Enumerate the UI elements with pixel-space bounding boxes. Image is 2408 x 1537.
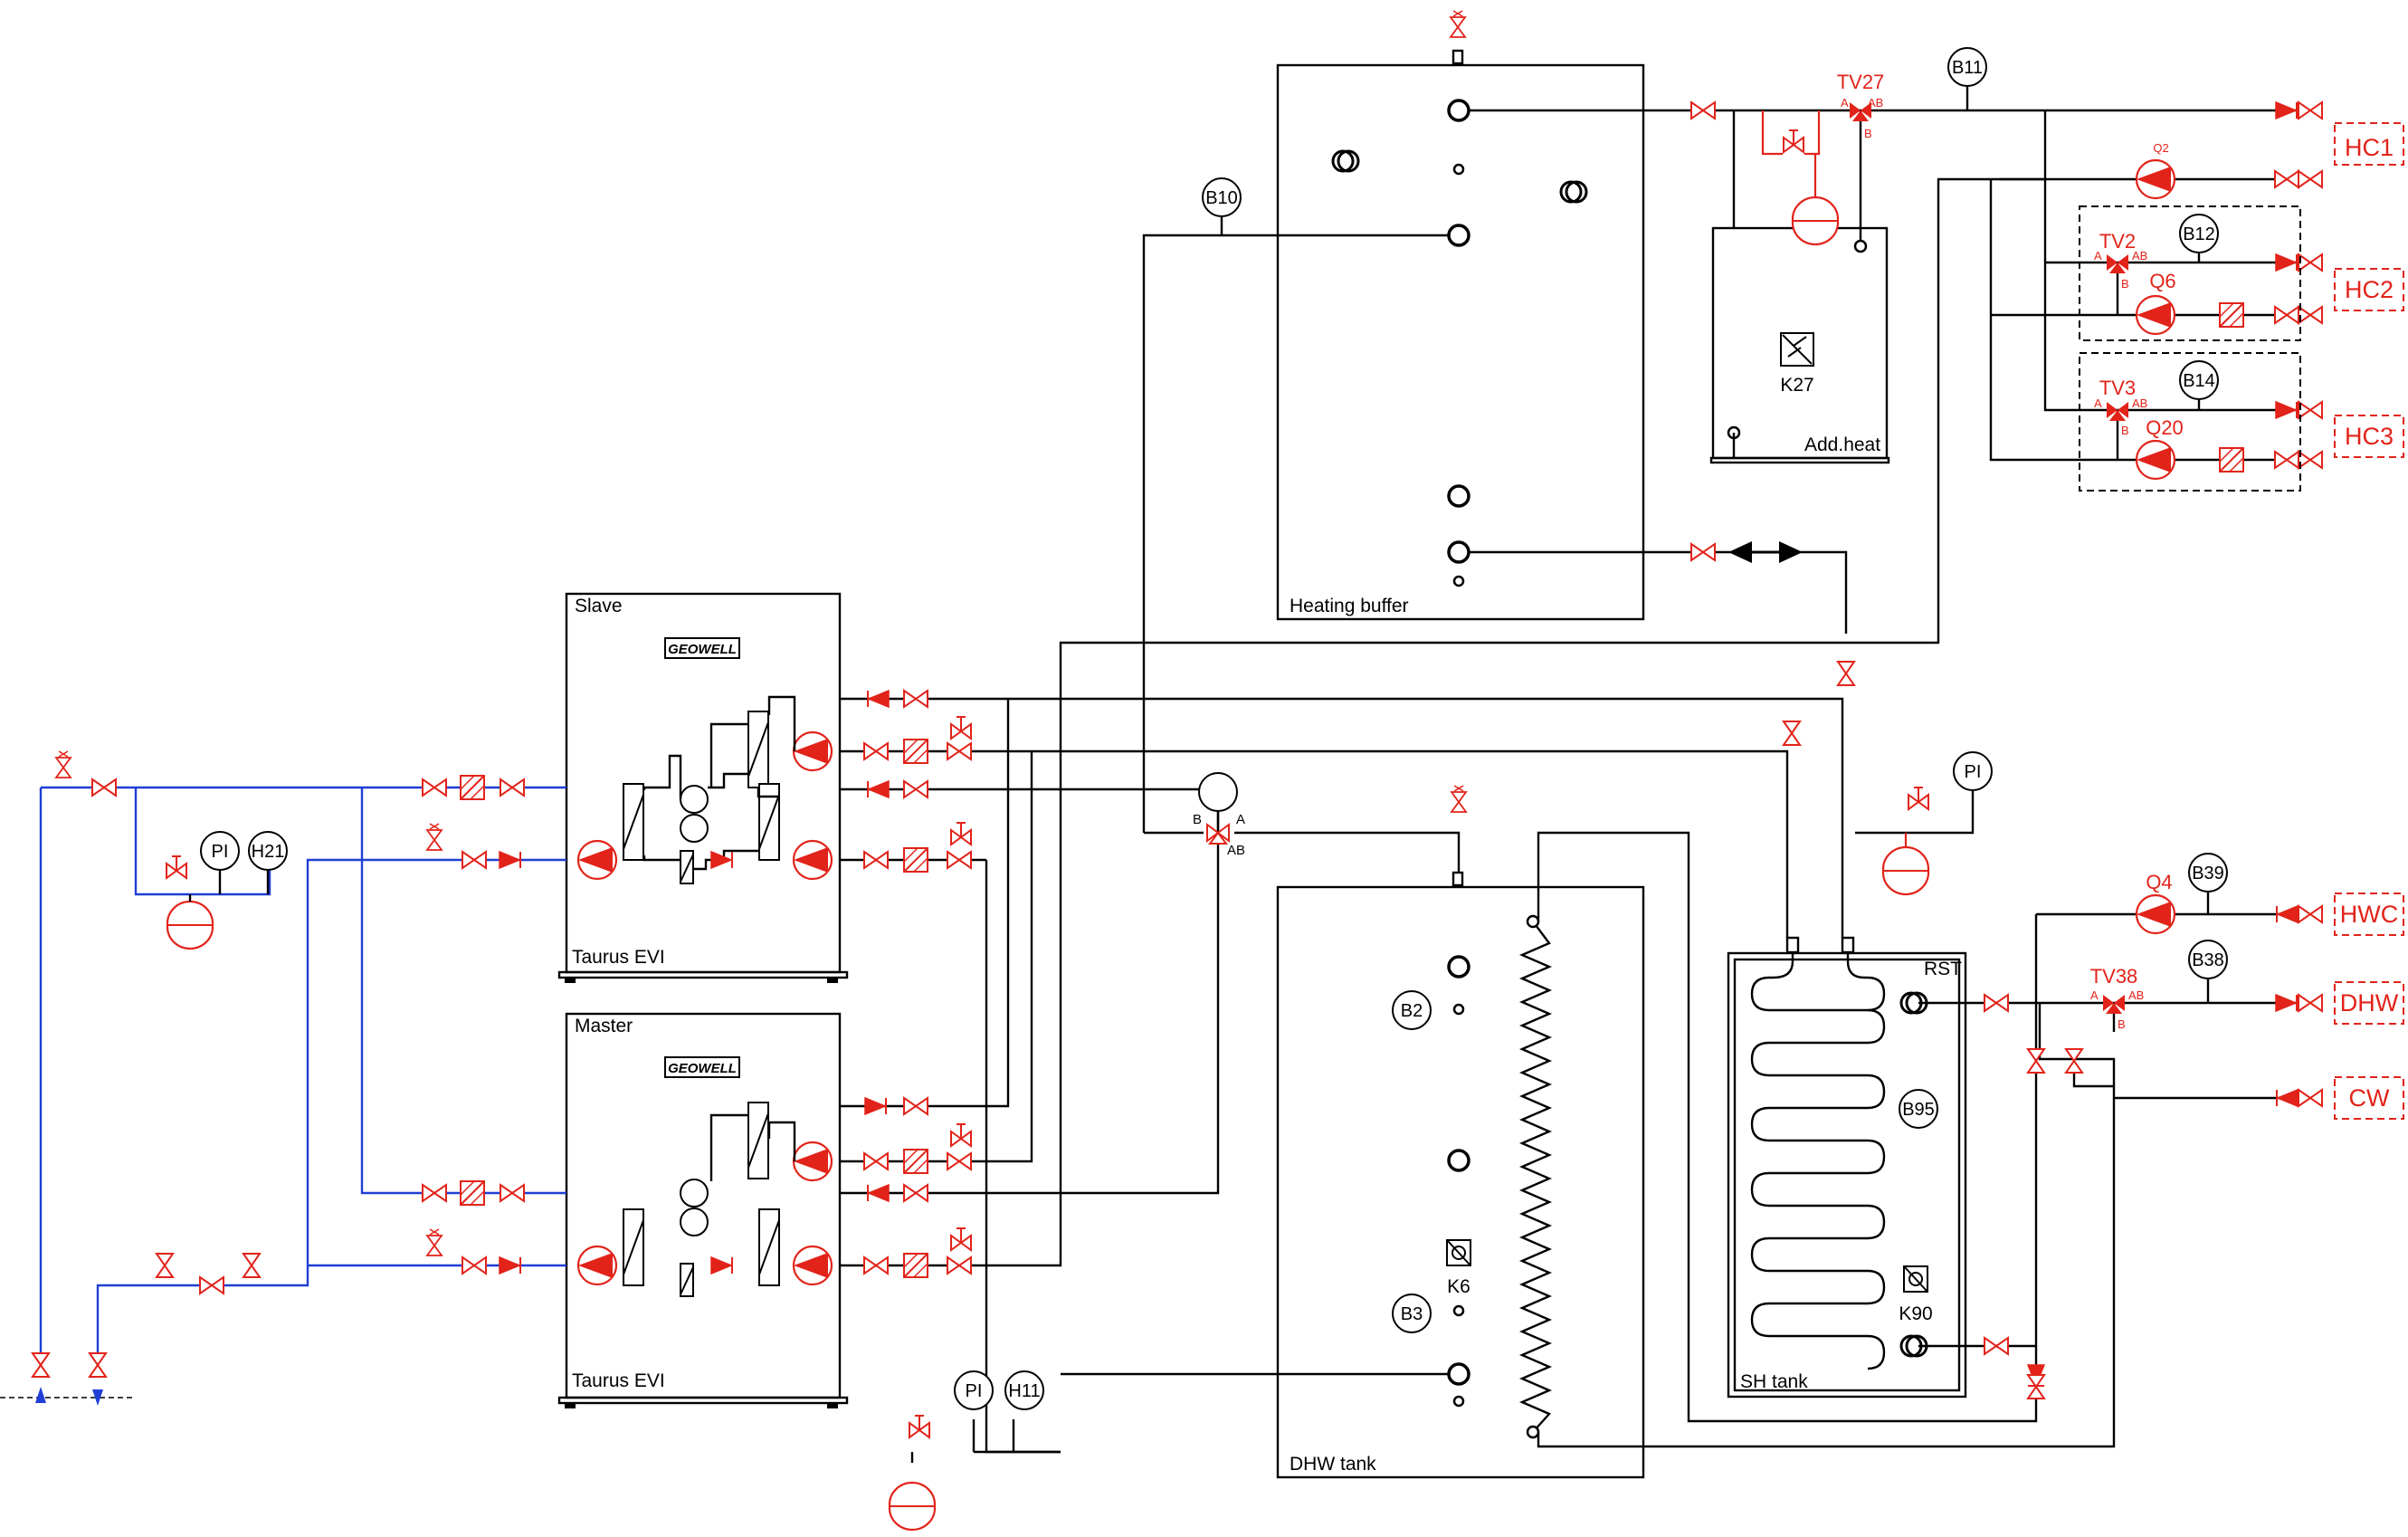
slave-unit: Slave Taurus EVI GEOWELL <box>557 592 849 983</box>
gauge-h11: H11 <box>1008 1381 1040 1401</box>
pump-q2-label: Q2 <box>2153 141 2168 155</box>
slave-model: Taurus EVI <box>572 947 665 968</box>
heating-pipes <box>840 109 2308 1463</box>
slave-brand-logo: GEOWELL <box>668 642 737 657</box>
valve-port-label: AB <box>2132 249 2147 263</box>
sh-tank: RST SH tank B95 K90 <box>1727 936 1967 1399</box>
hc3-mixing-group <box>2079 352 2301 492</box>
valve-tv38-label: TV38 <box>2090 965 2138 988</box>
valve-port-label: A <box>1236 812 1245 827</box>
hc2-mixing-group <box>2079 205 2301 341</box>
heating-buffer-label: Heating buffer <box>1290 596 1409 616</box>
sensor-b12: B12 <box>2183 224 2215 244</box>
valve-port-label: AB <box>1227 843 1245 858</box>
valve-port-label: B <box>2121 424 2129 437</box>
sensor-b95: B95 <box>1902 1100 1935 1120</box>
sensor-b10: B10 <box>1205 188 1238 208</box>
sensor-b38: B38 <box>2192 950 2224 970</box>
gauge-pi-heating: PI <box>1965 762 1982 782</box>
master-label: Master <box>575 1016 633 1036</box>
valve-port-label: B <box>2118 1017 2126 1031</box>
output-hc3: HC3 <box>2345 423 2394 450</box>
slave-label: Slave <box>575 596 623 616</box>
valve-tv27-label: TV27 <box>1837 71 1885 93</box>
dhw-tank-label: DHW tank <box>1290 1454 1376 1475</box>
valve-tv3-label: TV3 <box>2099 377 2136 399</box>
sensor-b39: B39 <box>2192 864 2224 883</box>
gauge-h21: H21 <box>252 842 285 862</box>
gauge-pi-source: PI <box>212 842 229 862</box>
buffer-nozzle <box>1447 99 1470 122</box>
sh-tank-corner-label: RST <box>1924 959 1962 979</box>
heater-k90-label: K90 <box>1899 1303 1932 1324</box>
sh-tank-label: SH tank <box>1740 1371 1808 1392</box>
valve-port-label: B <box>1864 127 1872 140</box>
valve-port-label: AB <box>2128 988 2144 1002</box>
heater-k27-label: K27 <box>1780 375 1813 396</box>
output-hwc: HWC <box>2340 901 2398 928</box>
output-hc1: HC1 <box>2345 134 2394 161</box>
valve-port-label: B <box>1193 812 1202 827</box>
buffer-nozzle <box>1447 484 1470 508</box>
sh-tank-coil <box>1750 953 1886 1370</box>
valve-port-label: A <box>2094 396 2102 410</box>
master-unit: Master Taurus EVI GEOWELL <box>557 1012 849 1408</box>
master-brand-logo: GEOWELL <box>668 1061 737 1076</box>
output-tags: HC1 HC2 HC3 HWC DHW CW <box>2334 122 2404 1120</box>
valve-port-label: AB <box>1868 96 1883 110</box>
heating-fittings <box>863 101 2323 1532</box>
source-circuit: PI H21 <box>0 750 566 1406</box>
valve-port-label: AB <box>2132 396 2147 410</box>
output-cw: CW <box>2349 1084 2390 1112</box>
sensor-b14: B14 <box>2183 371 2215 391</box>
sensor-b2: B2 <box>1401 1001 1423 1021</box>
add-heat-label: Add.heat <box>1804 434 1880 455</box>
add-heat-boiler: Add.heat K27 <box>1709 226 1890 464</box>
valve-tv2-label: TV2 <box>2099 230 2136 253</box>
dhw-coil <box>1518 921 1553 1433</box>
output-dhw: DHW <box>2340 989 2399 1017</box>
heater-k6 <box>1446 1239 1471 1266</box>
valve-port-label: B <box>2121 277 2129 291</box>
pump-q4-label: Q4 <box>2146 871 2172 893</box>
heating-buffer: Heating buffer <box>1276 10 1645 621</box>
buffer-nozzle <box>1447 540 1470 564</box>
valve-port-label: A <box>2090 988 2099 1002</box>
sensor-b3: B3 <box>1401 1304 1423 1324</box>
output-hc2: HC2 <box>2345 276 2394 303</box>
master-model: Taurus EVI <box>572 1370 665 1391</box>
pump-q20-label: Q20 <box>2146 416 2184 439</box>
buffer-nozzle <box>1447 224 1470 247</box>
dhw-tank: DHW tank B2 B3 K6 <box>1276 871 1645 1479</box>
labels: B10 B11 B12 B14 B39 B38 PI PI H11 TV27 A… <box>954 47 2228 1410</box>
valve-port-label: A <box>1841 96 1849 110</box>
sensor-b11: B11 <box>1952 58 1983 78</box>
heater-k90 <box>1903 1265 1928 1293</box>
gauge-pi-bottom: PI <box>966 1381 983 1401</box>
heater-k6-label: K6 <box>1447 1276 1470 1297</box>
valve-port-label: A <box>2094 249 2102 263</box>
pump-q6-label: Q6 <box>2149 270 2175 292</box>
